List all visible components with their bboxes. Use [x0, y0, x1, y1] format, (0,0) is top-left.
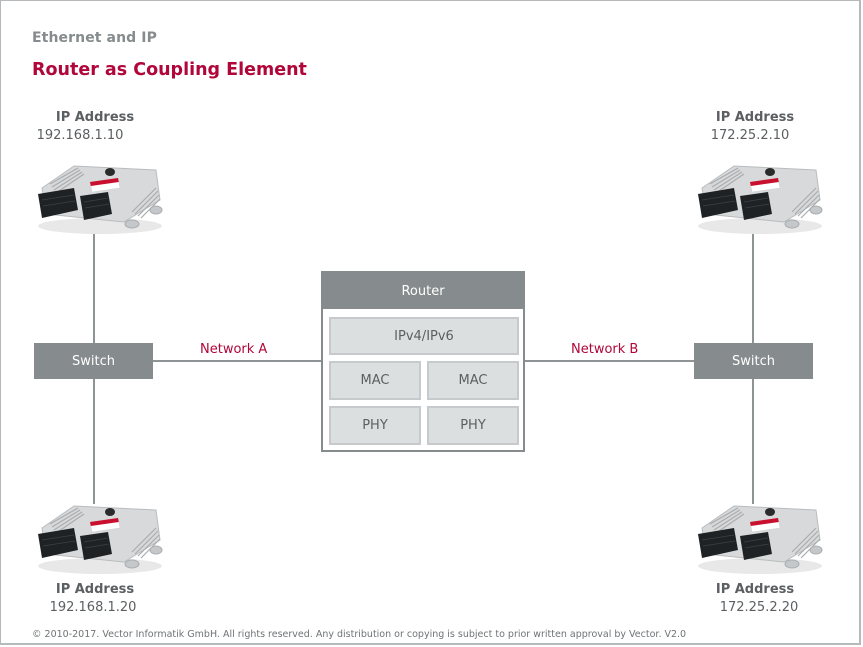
- ip-address-value: 172.25.2.10: [710, 128, 790, 143]
- link-ecu-bottom-left: [93, 379, 95, 504]
- section-title: Ethernet and IP: [32, 30, 157, 46]
- link-network-b: [525, 360, 694, 362]
- layer-ip: IPv4/IPv6: [329, 317, 519, 355]
- switch-network-b: Switch: [694, 343, 813, 379]
- network-a-label: Network A: [200, 342, 268, 357]
- ip-address-label: IP Address: [55, 582, 135, 597]
- ip-address-label: IP Address: [715, 582, 795, 597]
- ip-address-value: 192.168.1.10: [36, 128, 124, 143]
- ecu-icon: [688, 148, 828, 238]
- layer-phy-left: PHY: [329, 406, 421, 445]
- slide-title: Router as Coupling Element: [32, 60, 307, 80]
- link-ecu-top-right: [752, 215, 754, 343]
- ip-address-label: IP Address: [715, 110, 795, 125]
- switch-network-a: Switch: [34, 343, 153, 379]
- ecu-icon: [28, 148, 168, 238]
- copyright-footer: © 2010-2017. Vector Informatik GmbH. All…: [32, 629, 687, 640]
- ip-address-label: IP Address: [55, 110, 135, 125]
- link-ecu-top-left: [93, 215, 95, 343]
- layer-mac-right: MAC: [427, 361, 519, 400]
- network-b-label: Network B: [571, 342, 639, 357]
- layer-phy-right: PHY: [427, 406, 519, 445]
- ecu-icon: [688, 488, 828, 578]
- ecu-icon: [28, 488, 168, 578]
- layer-mac-left: MAC: [329, 361, 421, 400]
- router-box: Router IPv4/IPv6 MAC MAC PHY PHY: [321, 271, 525, 452]
- ip-address-value: 172.25.2.20: [719, 600, 799, 615]
- link-ecu-bottom-right: [752, 379, 754, 504]
- router-title: Router: [323, 273, 523, 309]
- link-network-a: [153, 360, 321, 362]
- ip-address-value: 192.168.1.20: [49, 600, 137, 615]
